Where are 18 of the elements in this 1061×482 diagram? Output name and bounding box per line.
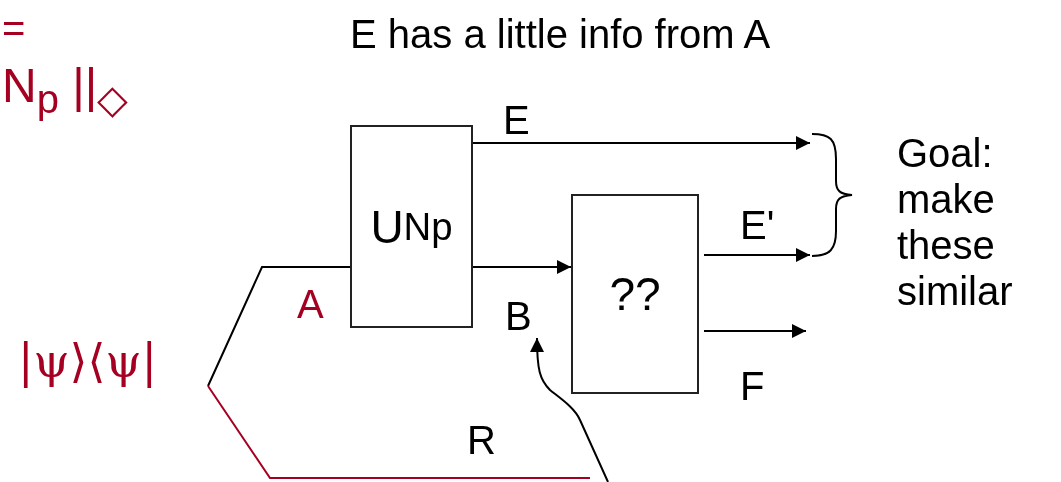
- edge-label: R: [467, 420, 496, 460]
- arrow: [472, 136, 811, 150]
- formula-fragment: N$_{p}$ ||$_{◇}$: [2, 62, 129, 119]
- wire-label: B: [505, 296, 532, 336]
- equals-sign: =: [2, 8, 26, 48]
- unknown-box: ??: [571, 194, 699, 394]
- edge-label: E: [503, 100, 530, 140]
- wire-line: [207, 385, 591, 479]
- edge-label: A: [297, 284, 324, 324]
- edge-label: E': [740, 205, 775, 245]
- wire-line: [207, 266, 351, 387]
- arrow: [703, 324, 807, 338]
- arrow: [472, 260, 572, 274]
- arrow: [530, 337, 609, 482]
- goal-note: Goal: make these similar: [897, 130, 1014, 314]
- edge-label: F: [740, 366, 765, 406]
- title: E has a little info from A: [350, 14, 771, 54]
- arrow: [703, 248, 811, 262]
